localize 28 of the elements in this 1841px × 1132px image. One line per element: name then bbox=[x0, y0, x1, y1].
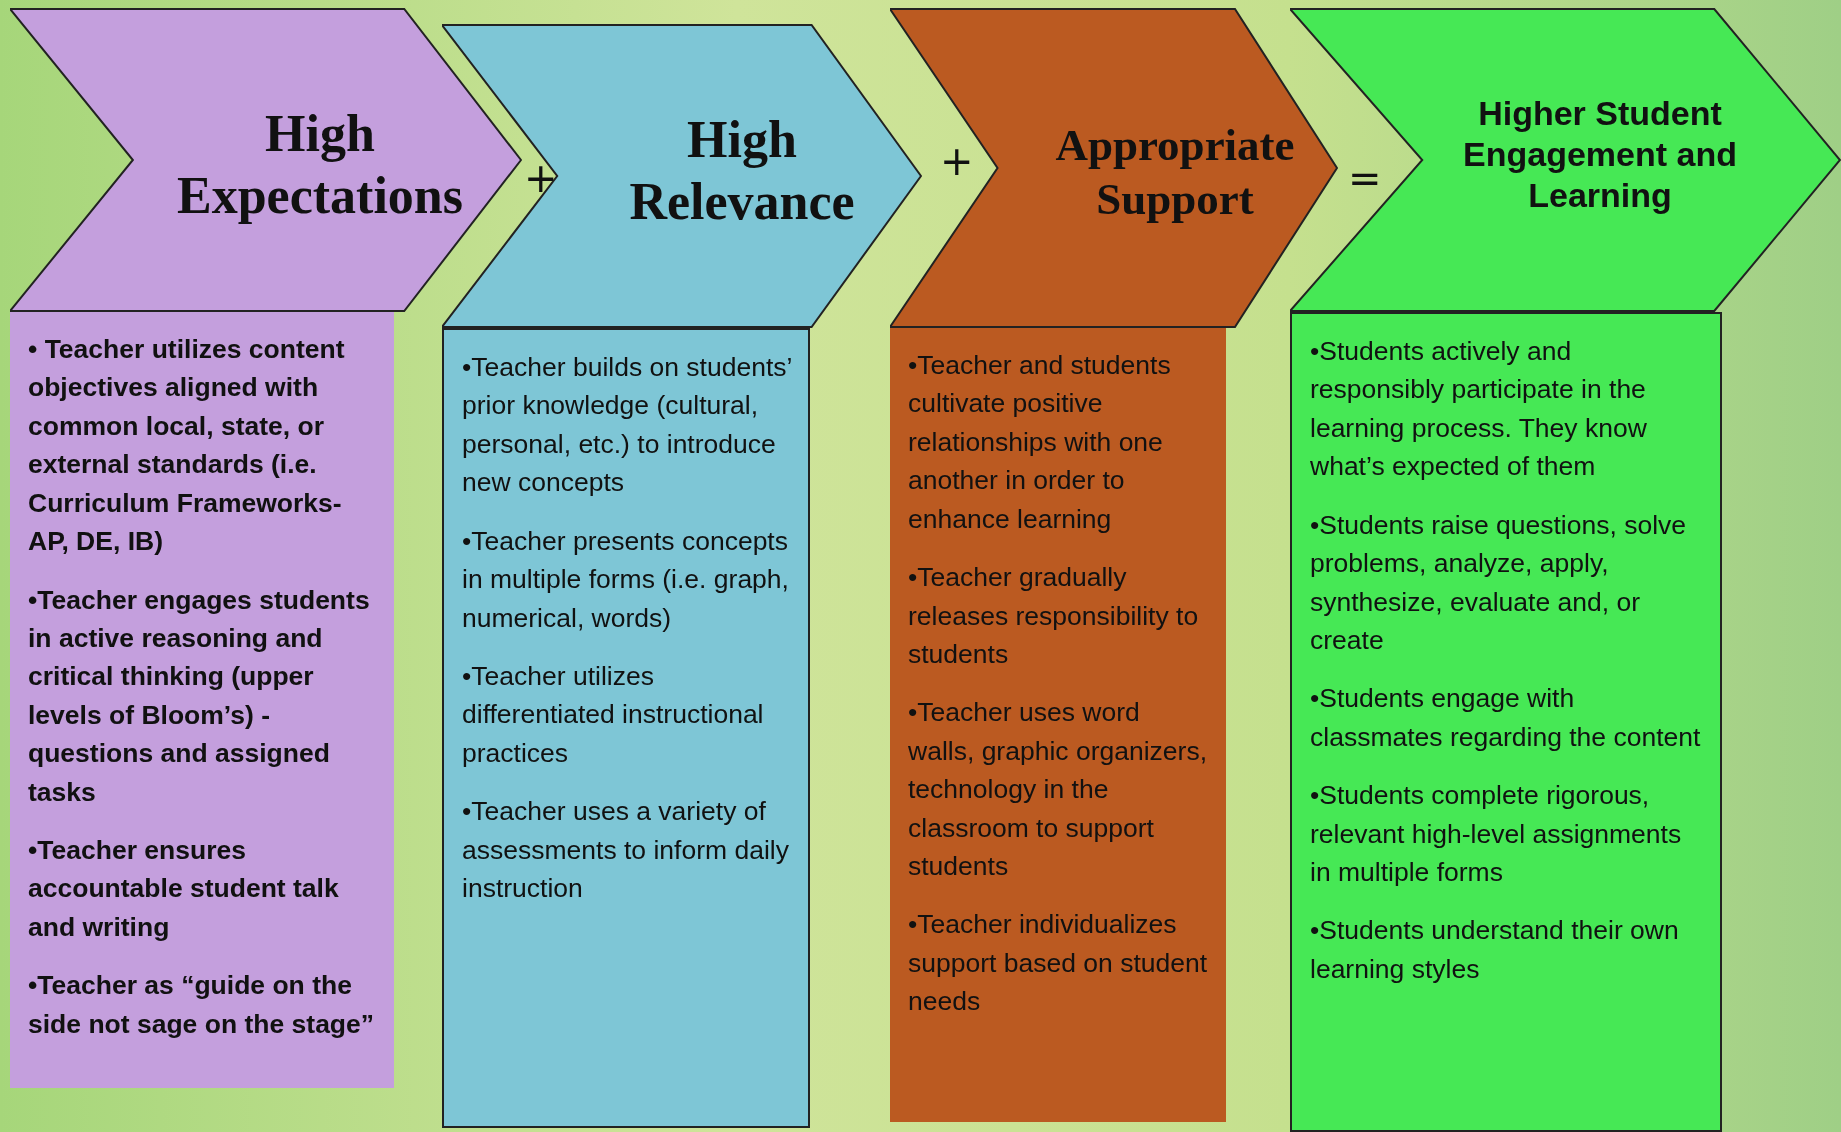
bullet-text: •Teacher presents concepts in multiple forms (i.e. graph, numerical, words) bbox=[462, 524, 790, 635]
bullet-text: •Teacher utilizes differentiated instructional practices bbox=[462, 659, 765, 770]
bullet-text: •Teacher as “guide on the side not sage on the stage” bbox=[28, 969, 376, 1041]
bullet-text: •Teacher uses a variety of assessments to inform daily instruction bbox=[462, 795, 790, 906]
bullet-text: •Teacher uses word walls, graphic organizers, technology in the classroom to support students bbox=[908, 696, 1208, 884]
operator-sign: + bbox=[524, 155, 558, 201]
heading-text: High Expectations bbox=[176, 104, 464, 227]
bullet-text: •Students actively and responsibly participate in the learning process. They know what’s expected of them bbox=[1310, 335, 1648, 484]
bullet-panel bbox=[10, 312, 394, 1088]
chevron-banner bbox=[890, 8, 1338, 328]
bullet-text: •Teacher ensures accountable student talk and writing bbox=[28, 834, 340, 944]
bullet-text: •Students complete rigorous, relevant high-level assignments in multiple forms bbox=[1310, 779, 1683, 890]
heading-text: Appropriate Support bbox=[1054, 119, 1296, 226]
operator-sign: + bbox=[940, 138, 974, 184]
bullet-text: •Teacher engages students in active reasoning and critical thinking (upper levels of Bloom’s) - questions and assigned tasks bbox=[28, 583, 371, 809]
bullet-text: •Students engage with classmates regarding the content bbox=[1310, 682, 1702, 754]
bullet-text: •Teacher gradually releases responsibility to students bbox=[908, 561, 1200, 671]
chevron-banner bbox=[10, 8, 522, 312]
heading-text: Higher Student Engagement and Learning bbox=[1462, 93, 1738, 216]
bullet-panel bbox=[890, 328, 1226, 1122]
heading-text: High Relevance bbox=[628, 110, 856, 233]
bullet-text: •Teacher and students cultivate positive relationships with one another in order to enhance learning bbox=[908, 349, 1172, 536]
operator-sign: = bbox=[1348, 155, 1382, 201]
bullet-text: •Students raise questions, solve problems, analyze, apply, synthesize, evaluate and, or create bbox=[1310, 508, 1688, 657]
bullet-text: •Teacher builds on students’ prior knowledge (cultural, personal, etc.) to introduce new concepts bbox=[462, 351, 793, 500]
bullet-text: •Students understand their own learning styles bbox=[1310, 914, 1680, 986]
bullet-text: •Teacher individualizes support based on student needs bbox=[908, 908, 1209, 1019]
bullet-text: • Teacher utilizes content objectives aligned with common local, state, or external standards (i.e. Curriculum Frameworks- AP, DE, IB) bbox=[28, 333, 346, 559]
